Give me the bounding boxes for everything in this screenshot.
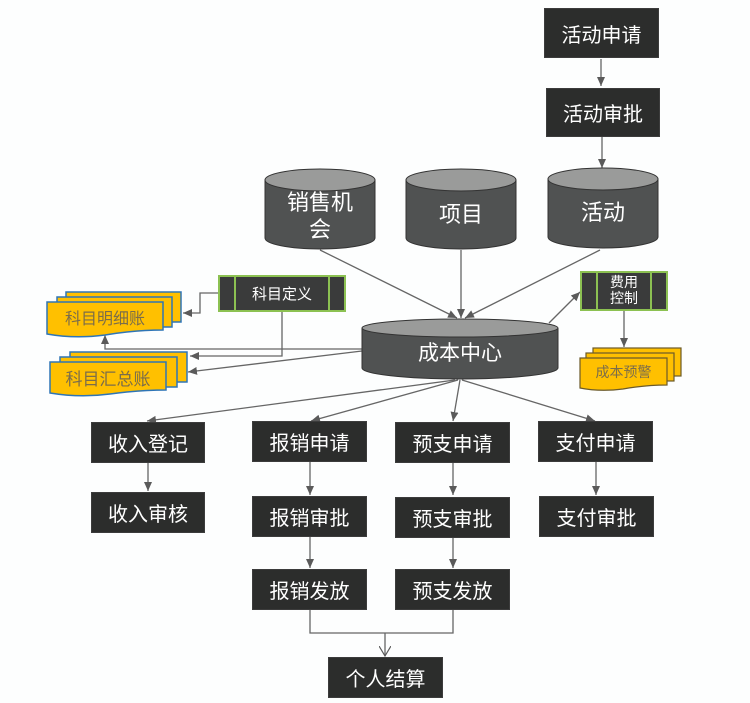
expense-control-line1: 费用 (610, 274, 638, 291)
datastore-project (405, 168, 517, 250)
activity-approve-box[interactable]: 活动审批 (546, 88, 660, 137)
reimbursement-approve-label: 报销审批 (269, 506, 350, 530)
connector-activity-to-costcenter (464, 249, 601, 319)
connector-sales-to-costcenter (319, 249, 458, 319)
payment-approve-label: 支付审批 (556, 506, 637, 530)
expense-control-box[interactable]: 费用 控制 (580, 271, 668, 311)
project-label: 项目 (438, 202, 483, 228)
activity-apply-box[interactable]: 活动申请 (544, 8, 659, 58)
income-register-label: 收入登记 (108, 432, 188, 456)
account-detail-ledger-label: 科目明细账 (64, 309, 145, 328)
account-summary-ledger-label: 科目汇总账 (65, 369, 151, 390)
reimbursement-apply-label: 报销申请 (269, 431, 350, 455)
expense-control-line2: 控制 (610, 291, 638, 307)
reimbursement-disburse-label: 报销发放 (269, 579, 350, 603)
advance-disburse-box[interactable]: 预支发放 (395, 569, 510, 610)
datastore-activity (547, 167, 659, 249)
payment-apply-box[interactable]: 支付申请 (538, 421, 653, 462)
advance-approve-label: 预支审批 (412, 507, 493, 531)
personal-settlement-box[interactable]: 个人结算 (328, 657, 443, 698)
advance-disburse-label: 预支发放 (412, 579, 493, 603)
personal-settlement-label: 个人结算 (345, 667, 426, 691)
datastore-cost-center (361, 318, 559, 380)
advance-apply-label: 预支申请 (412, 432, 493, 456)
cost-center-label: 成本中心 (418, 341, 502, 366)
reimbursement-apply-box[interactable]: 报销申请 (252, 421, 367, 462)
datastore-sales-opportunity (264, 168, 376, 250)
connector-costcenter-to-summary (187, 350, 363, 375)
reimbursement-approve-box[interactable]: 报销审批 (252, 496, 367, 537)
advance-apply-box[interactable]: 预支申请 (395, 422, 510, 463)
document-account-detail-ledger (46, 291, 182, 338)
income-review-label: 收入审核 (108, 502, 188, 526)
payment-approve-box[interactable]: 支付审批 (539, 496, 654, 537)
account-definition-label: 科目定义 (251, 285, 312, 303)
sales-opportunity-line1: 销售机 (286, 191, 353, 217)
connector-costcenter-to-reimburse (310, 379, 459, 423)
account-definition-box[interactable]: 科目定义 (218, 275, 346, 312)
connector-reimburse-disburse-to-settlement (309, 609, 454, 634)
connector-accountdef-to-summary (190, 312, 283, 360)
activity-label: 活动 (580, 200, 625, 226)
activity-apply-label: 活动申请 (561, 22, 642, 47)
cost-warning-label: 成本预警 (595, 365, 652, 381)
connector-accountdef-to-detail (183, 292, 219, 317)
connector-costcenter-to-payment (461, 379, 596, 423)
sales-opportunity-label: 销售机 会 (265, 190, 375, 245)
income-register-box[interactable]: 收入登记 (91, 422, 205, 463)
advance-approve-box[interactable]: 预支审批 (395, 497, 510, 538)
reimbursement-disburse-box[interactable]: 报销发放 (252, 569, 367, 610)
sales-opportunity-line2: 会 (308, 217, 331, 243)
document-account-summary-ledger (49, 351, 188, 397)
income-review-box[interactable]: 收入审核 (91, 492, 205, 533)
payment-apply-label: 支付申请 (555, 431, 636, 455)
connector-costcenter-to-advance (450, 379, 461, 422)
connector-costcenter-to-income (146, 379, 456, 424)
connector-costcenter-to-expensecontrol (548, 291, 581, 324)
connector-costcenter-to-detail (101, 335, 362, 350)
document-cost-warning (579, 347, 682, 391)
activity-approve-label: 活动审批 (563, 102, 643, 126)
